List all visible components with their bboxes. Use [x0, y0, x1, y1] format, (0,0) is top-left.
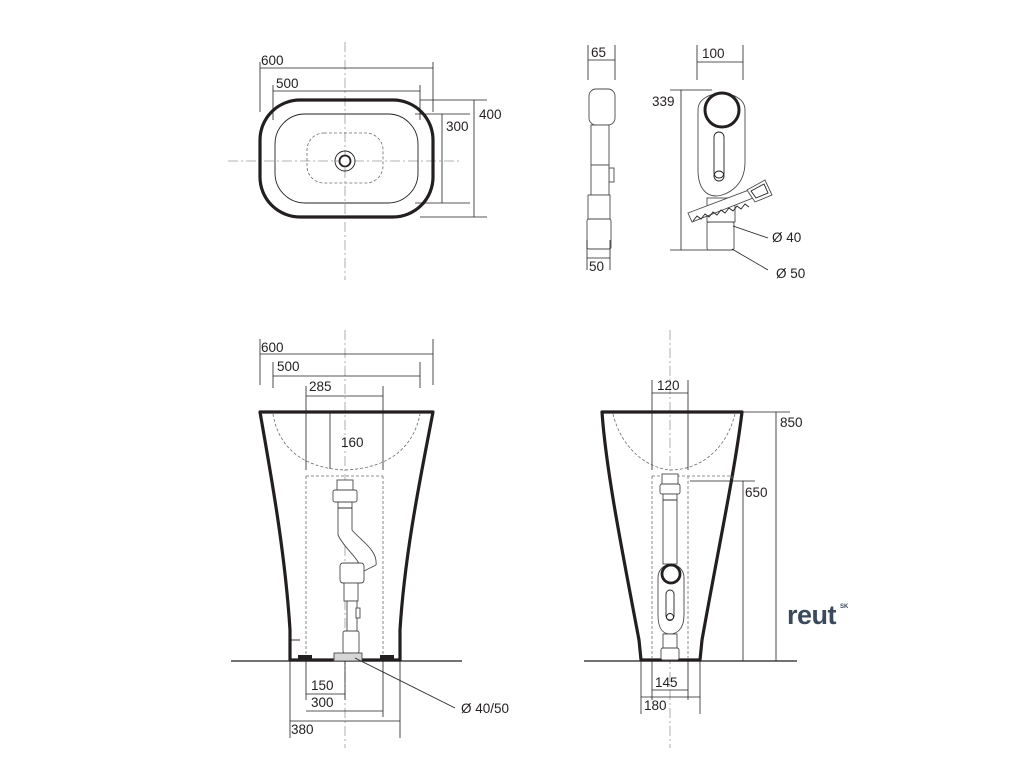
- pedestal-outline: [258, 410, 435, 662]
- siphon-top-nut: [336, 479, 354, 491]
- connector-height: 339: [652, 94, 675, 109]
- siphon-outlet: [342, 630, 360, 654]
- side-siphon-nut: [661, 473, 679, 485]
- basin-bowl-bottom: [306, 132, 384, 184]
- connector-ring: [703, 91, 741, 129]
- saw-teeth: [692, 203, 750, 222]
- connector-dia-small: Ø 40: [772, 230, 801, 245]
- brand-name: reut: [787, 600, 837, 630]
- siphon-pipe: [346, 600, 358, 632]
- basin-inner-edge: [274, 113, 419, 204]
- siphon-trap: [339, 562, 365, 584]
- side-siphon-flange: [659, 483, 681, 495]
- front-view-base-150: 150: [311, 678, 334, 693]
- side-view-height-inner: 650: [745, 485, 768, 500]
- siphon-middle: [590, 164, 610, 196]
- drain-outer-circle: [334, 150, 356, 172]
- brand-logo: reut SK: [787, 600, 849, 630]
- siphon-head: [588, 88, 616, 126]
- connector-width: 100: [702, 46, 725, 61]
- siphon-bottom-width: 50: [589, 259, 604, 274]
- leader-40: [732, 225, 769, 239]
- siphon-body: [343, 582, 359, 602]
- side-view-base-145: 145: [655, 675, 678, 690]
- side-siphon-outlet: [660, 647, 680, 661]
- siphon-connector: [587, 194, 611, 220]
- side-siphon-neck: [662, 633, 678, 649]
- siphon-top-flange: [332, 489, 358, 503]
- bowl-profile: [272, 413, 421, 471]
- top-view-width-inner: 500: [276, 76, 299, 91]
- front-view-drain-dia: Ø 40/50: [461, 701, 509, 716]
- side-view: 120 850 650 145 180: [584, 330, 803, 748]
- wall-connector-view: 100 339 Ø 40 Ø 50: [652, 45, 805, 281]
- siphon-top-width: 65: [591, 45, 606, 60]
- side-view-height-total: 850: [780, 415, 803, 430]
- side-inner-cavity: [651, 475, 733, 660]
- front-view-bowl-width: 285: [309, 379, 332, 394]
- side-pedestal-outline: [600, 410, 744, 662]
- floor-drain-cap: [333, 652, 363, 662]
- siphon-outlet: [586, 218, 612, 250]
- top-view-depth-inner: 300: [446, 119, 469, 134]
- siphon-side-view: 65 50: [586, 45, 616, 274]
- connector-dia-large: Ø 50: [776, 266, 805, 281]
- siphon-nozzle: [608, 167, 615, 183]
- front-view-width-inner: 500: [277, 359, 300, 374]
- siphon-nozzle: [355, 607, 361, 619]
- saw-handle: [746, 179, 773, 203]
- front-view-base-380: 380: [291, 722, 314, 737]
- saw-handle-grip: [750, 183, 769, 199]
- front-view: 600 500 285 160 150: [231, 330, 509, 748]
- connector-slot: [713, 131, 725, 179]
- leader-drain: [354, 657, 456, 709]
- side-view-base-180: 180: [644, 698, 667, 713]
- siphon-body: [590, 124, 610, 166]
- front-view-bowl-depth: 160: [341, 435, 364, 450]
- foot-pad-right: [380, 655, 394, 661]
- side-siphon-hose: [662, 493, 678, 565]
- side-view-top-width: 120: [657, 378, 680, 393]
- basin-outer-rim: [258, 98, 435, 219]
- side-siphon-slot: [665, 589, 675, 621]
- inner-cavity: [305, 475, 384, 660]
- side-siphon-ring: [660, 563, 682, 585]
- foot-pad-left: [298, 655, 312, 661]
- side-siphon-screw-icon: [666, 613, 674, 621]
- top-view-width-outer: 600: [261, 53, 284, 68]
- brand-suffix: SK: [840, 604, 849, 610]
- top-view-depth-outer: 400: [479, 107, 502, 122]
- side-bowl-profile: [612, 413, 736, 471]
- leader-50: [731, 248, 769, 271]
- front-view-base-300: 300: [311, 695, 334, 710]
- drain-icon: [338, 154, 352, 168]
- connector-screw-icon: [713, 170, 725, 182]
- top-view: 600 500 300 400: [228, 42, 502, 280]
- siphon-flex-hose: [337, 501, 377, 573]
- front-view-width-outer: 600: [261, 340, 284, 355]
- connector-outlet: [706, 221, 735, 251]
